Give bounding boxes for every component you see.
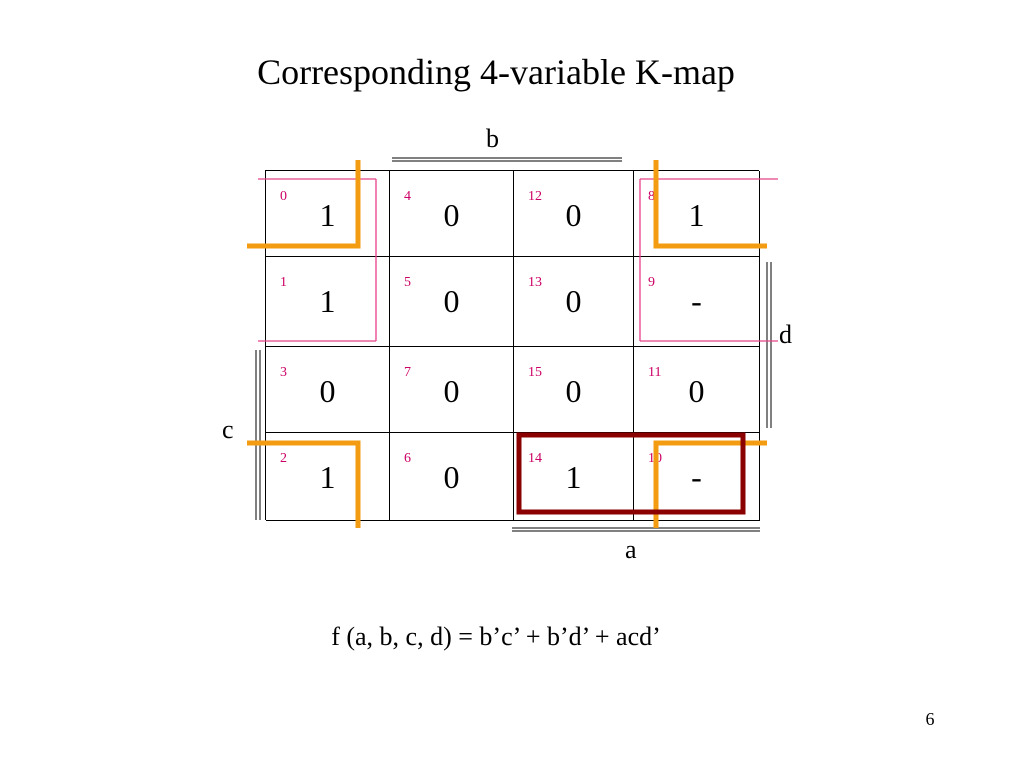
slide-title: Corresponding 4-variable K-map	[257, 52, 735, 92]
kmap-cell: 12 0	[514, 171, 634, 257]
cell-value: 1	[319, 459, 336, 495]
cell-value: 0	[443, 283, 460, 319]
minterm-index: 13	[528, 275, 542, 290]
boolean-expression: f (a, b, c, d) = b’c’ + b’d’ + acd’	[331, 622, 661, 651]
kmap-cell: 2 1	[266, 433, 390, 521]
variable-d-bar	[766, 262, 772, 428]
variable-a-label: a	[625, 535, 637, 564]
minterm-index: 15	[528, 365, 542, 380]
minterm-index: 8	[648, 189, 655, 204]
kmap-cell: 9 -	[634, 257, 760, 347]
kmap-cell: 15 0	[514, 347, 634, 433]
karnaugh-map: 0 1 4 0 12 0 8 1 1 1 5 0 13 0 9 - 3 0 7 …	[265, 170, 760, 521]
cell-value: 0	[565, 283, 582, 319]
kmap-cell: 6 0	[390, 433, 514, 521]
kmap-cell: 11 0	[634, 347, 760, 433]
kmap-cell: 5 0	[390, 257, 514, 347]
cell-value: 0	[565, 197, 582, 233]
minterm-index: 12	[528, 189, 542, 204]
page-number: 6	[925, 709, 935, 729]
variable-d-label: d	[779, 320, 792, 349]
kmap-cell: 0 1	[266, 171, 390, 257]
kmap-cell: 7 0	[390, 347, 514, 433]
variable-b-bar	[392, 157, 622, 162]
minterm-index: 1	[280, 275, 287, 290]
variable-b-label: b	[486, 124, 499, 153]
kmap-cell: 13 0	[514, 257, 634, 347]
variable-a-bar	[512, 527, 760, 532]
cell-value: 0	[688, 373, 705, 409]
minterm-index: 5	[404, 275, 411, 290]
kmap-cell: 14 1	[514, 433, 634, 521]
cell-value: 0	[319, 373, 336, 409]
cell-value: -	[691, 283, 702, 319]
variable-c-bar	[255, 350, 261, 520]
minterm-index: 3	[280, 365, 287, 380]
cell-value: 1	[688, 197, 705, 233]
cell-value: 1	[565, 459, 582, 495]
minterm-index: 6	[404, 451, 411, 466]
variable-c-label: c	[222, 415, 234, 444]
cell-value: 1	[319, 283, 336, 319]
cell-value: -	[691, 459, 702, 495]
minterm-index: 9	[648, 275, 655, 290]
minterm-index: 7	[404, 365, 411, 380]
cell-value: 0	[443, 459, 460, 495]
cell-value: 0	[565, 373, 582, 409]
cell-value: 0	[443, 373, 460, 409]
kmap-cell: 1 1	[266, 257, 390, 347]
kmap-cell: 10 -	[634, 433, 760, 521]
cell-value: 0	[443, 197, 460, 233]
minterm-index: 11	[648, 365, 662, 380]
kmap-cell: 3 0	[266, 347, 390, 433]
minterm-index: 4	[404, 189, 411, 204]
cell-value: 1	[319, 197, 336, 233]
kmap-cell: 8 1	[634, 171, 760, 257]
kmap-cell: 4 0	[390, 171, 514, 257]
